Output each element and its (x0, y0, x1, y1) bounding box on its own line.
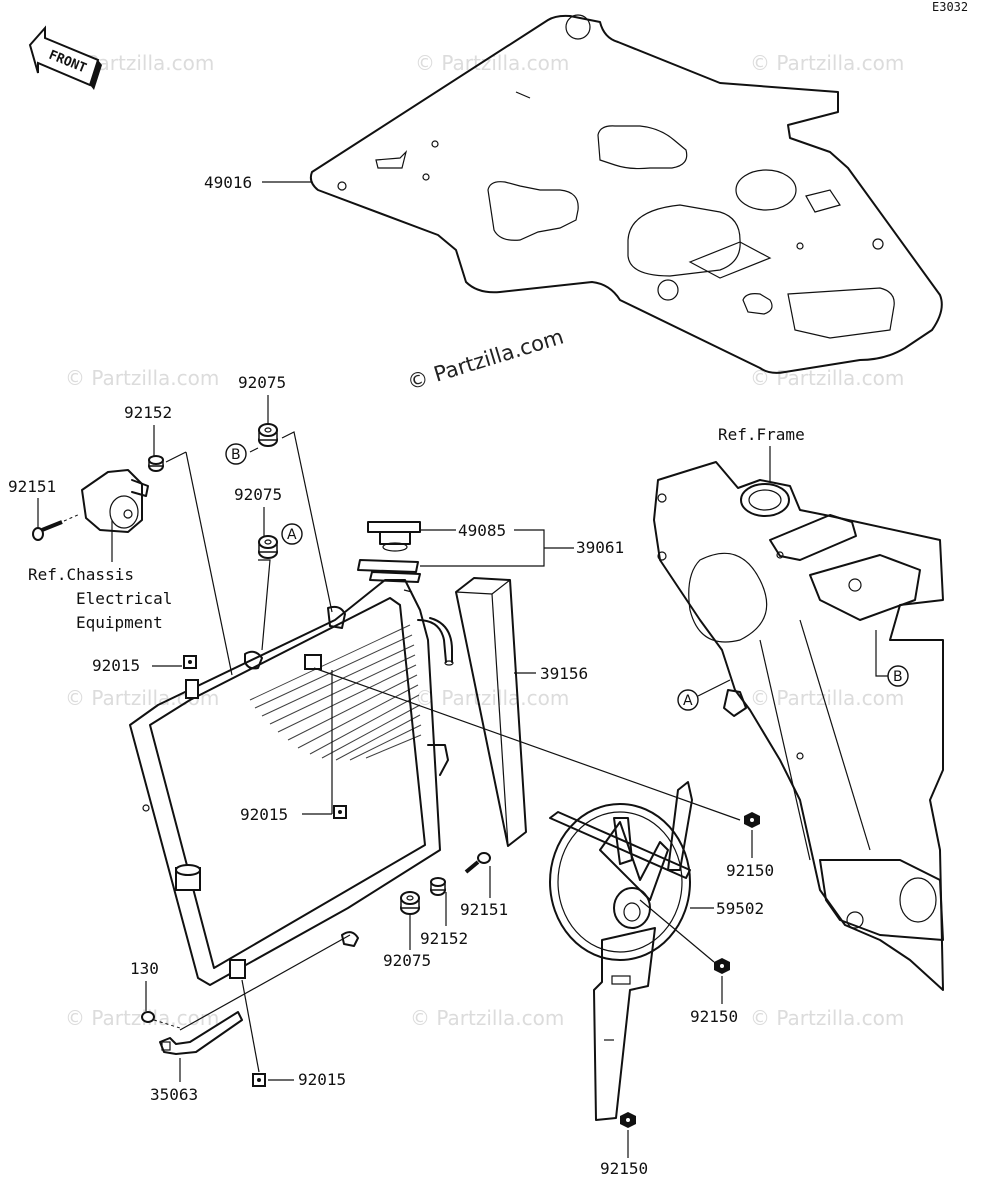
watermark: © Partzilla.com (65, 366, 219, 390)
part-number-92150[interactable]: 92150 (600, 1159, 648, 1178)
nut-icon (714, 958, 730, 974)
bolt-icon (141, 1011, 181, 1029)
part-number-130[interactable]: 130 (130, 959, 159, 978)
part-number-35063[interactable]: 35063 (150, 1085, 198, 1104)
clip-nut (252, 1073, 266, 1087)
svg-text:B: B (893, 669, 903, 685)
part-number-49085[interactable]: 49085 (458, 521, 506, 540)
callout-b: B (887, 665, 909, 687)
ref-chassis-label: Equipment (76, 613, 163, 632)
part-number-92152[interactable]: 92152 (420, 929, 468, 948)
bolt-icon (32, 513, 81, 541)
clip-nut (183, 655, 197, 669)
watermark-main: © Partzilla.com (404, 324, 566, 394)
heat-insulator-plate (309, 14, 943, 374)
watermark: © Partzilla.com (750, 1006, 904, 1030)
part-number-49016[interactable]: 49016 (204, 173, 252, 192)
part-number-92151[interactable]: 92151 (8, 477, 56, 496)
leader-line (249, 447, 259, 453)
filler-neck (357, 559, 421, 593)
grommet (258, 423, 278, 447)
svg-text:A: A (287, 527, 297, 543)
part-number-92075[interactable]: 92075 (383, 951, 431, 970)
part-number-92152[interactable]: 92152 (124, 403, 172, 422)
grommet (258, 535, 278, 559)
watermark: © Partzilla.com (750, 51, 904, 75)
callout-b: B (225, 443, 247, 465)
part-number-92015[interactable]: 92015 (298, 1070, 346, 1089)
watermark: © Partzilla.com (410, 1006, 564, 1030)
front-arrow-icon: FRONT (28, 25, 102, 90)
part-number-92075[interactable]: 92075 (238, 373, 286, 392)
watermark: © Partzilla.com (415, 686, 569, 710)
leader-line (639, 899, 715, 963)
clip-nut (333, 805, 347, 819)
svg-text:A: A (683, 693, 693, 709)
callout-a: A (677, 689, 699, 711)
bolt-icon (464, 852, 491, 874)
watermark: © Partzilla.com (415, 51, 569, 75)
leader-line (281, 431, 333, 613)
part-number-92150[interactable]: 92150 (690, 1007, 738, 1026)
collar (430, 877, 446, 896)
nut-icon (744, 812, 760, 828)
watermark: © Partzilla.com (750, 686, 904, 710)
part-number-92015[interactable]: 92015 (92, 656, 140, 675)
cooling-fan (549, 781, 693, 1121)
leader-line (875, 630, 888, 677)
leader-line (165, 451, 187, 463)
part-number-92150[interactable]: 92150 (726, 861, 774, 880)
part-number-92075[interactable]: 92075 (234, 485, 282, 504)
leader-line (258, 559, 271, 651)
frame-reference (653, 461, 944, 991)
ref-frame-label: Ref.Frame (718, 425, 805, 444)
leader-line (697, 679, 731, 697)
nut-icon (620, 1112, 636, 1128)
grommet (400, 891, 420, 915)
diagram-code: E3032 (932, 0, 968, 14)
leader-line (179, 934, 351, 1031)
seal-strip (455, 577, 527, 847)
part-number-59502[interactable]: 59502 (716, 899, 764, 918)
callout-a: A (281, 523, 303, 545)
ref-chassis-label: Electrical (76, 589, 172, 608)
ref-chassis-label: Ref.Chassis (28, 565, 134, 584)
chassis-electrical-module (81, 469, 149, 533)
leader-line (313, 667, 741, 821)
watermark: © Partzilla.com (750, 366, 904, 390)
leader-line (185, 451, 233, 676)
part-number-39156[interactable]: 39156 (540, 664, 588, 683)
part-number-92151[interactable]: 92151 (460, 900, 508, 919)
radiator (129, 579, 454, 986)
part-number-92015[interactable]: 92015 (240, 805, 288, 824)
svg-text:B: B (231, 447, 241, 463)
leader-line (241, 979, 260, 1073)
radiator-cap (367, 521, 421, 552)
bracket (159, 1011, 243, 1055)
collar (148, 455, 164, 472)
part-number-39061[interactable]: 39061 (576, 538, 624, 557)
